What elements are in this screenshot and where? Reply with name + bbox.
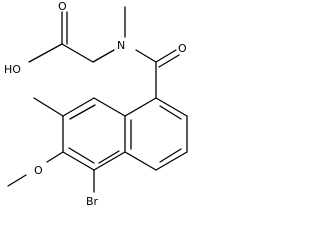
bromine-label: Br [86, 195, 99, 208]
bond-methoxy-o-ch3 [7, 174, 27, 187]
bond-ring-methyl [33, 97, 64, 117]
bond-ring-c1-c2 [155, 97, 188, 117]
bond-n-carbonyl-c [135, 49, 157, 63]
bond-ring-c3-c4 [155, 151, 188, 171]
bond-carbonyl-c-o-1 [155, 49, 177, 63]
hydroxyl-label: HO [4, 63, 21, 76]
bond-ring-c8a-c1 [124, 97, 157, 117]
bond-ring-c4-c4a [124, 151, 157, 171]
bond-ring-inner-1 [159, 105, 182, 120]
bond-carbonyl-c-o-2 [158, 54, 180, 68]
bond-ring-methoxy-o [46, 151, 64, 163]
acid-carbonyl-oxygen-label: O [58, 0, 67, 13]
amide-nitrogen-label: N [117, 39, 125, 52]
amide-carbonyl-oxygen-label: O [178, 42, 187, 55]
bond-ring-inner-2 [159, 148, 182, 163]
bond-carboxyl-c-oh [28, 43, 63, 63]
bond-ring-c5-c4a [93, 151, 126, 171]
chemical-structure: HO O N O O Br [4, 0, 188, 208]
bond-ring-c8-c7 [62, 97, 95, 117]
bond-ch2-n [92, 49, 115, 63]
methoxy-oxygen-label: O [34, 164, 43, 177]
bond-ring-inner-5 [68, 147, 95, 164]
bond-carboxyl-c-ch2 [61, 43, 94, 63]
bond-ring-inner-6 [98, 150, 120, 164]
bond-ring-inner-4 [69, 104, 96, 120]
bond-ring-c6-c5 [62, 151, 95, 171]
bond-ring-c8a-c8 [93, 97, 126, 117]
